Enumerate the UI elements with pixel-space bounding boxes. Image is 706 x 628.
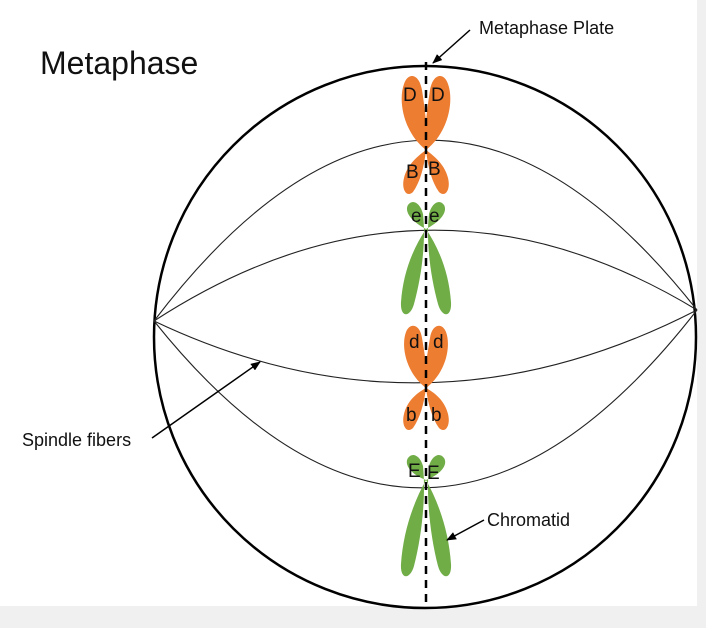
metaphase-plate-label: Metaphase Plate <box>479 18 614 38</box>
chromosome-green-lower: E E <box>400 454 452 577</box>
chromatid-arrow <box>446 519 485 541</box>
chromatid-left <box>403 325 427 431</box>
chromatid-left <box>401 75 427 195</box>
allele-label: b <box>431 405 442 426</box>
chromatid-left <box>400 202 426 315</box>
chromosome-orange-lower: d d b b <box>403 325 449 431</box>
allele-label: d <box>433 332 444 353</box>
metaphase-plate-arrow <box>432 29 471 64</box>
chromatid-right <box>425 75 451 195</box>
allele-label: d <box>409 332 420 353</box>
allele-label: E <box>408 461 421 482</box>
chromosome-green-upper: e e <box>400 202 452 315</box>
chromatid-pair <box>400 202 452 315</box>
chromatid-right <box>426 202 452 315</box>
chromosome-orange-upper: D D B B <box>401 75 451 195</box>
frame-edge-bottom <box>0 606 706 628</box>
allele-label: B <box>406 162 419 183</box>
allele-label: e <box>429 206 440 227</box>
allele-label: b <box>406 405 417 426</box>
allele-label: B <box>428 159 441 180</box>
allele-label: e <box>411 206 422 227</box>
chromatid-pair <box>400 454 452 577</box>
chromatid-right <box>425 325 449 431</box>
allele-label: D <box>403 85 417 106</box>
chromatid-pair <box>403 325 449 431</box>
chromatid-right <box>426 454 452 577</box>
spindle-fibers-arrow <box>151 361 261 439</box>
diagram-title: Metaphase <box>40 45 198 81</box>
chromatid-left <box>400 454 426 577</box>
allele-label: D <box>431 85 445 106</box>
frame-edge-right <box>697 0 706 628</box>
chromatid-label: Chromatid <box>487 510 570 530</box>
allele-label: E <box>427 463 440 484</box>
spindle-fibers-label: Spindle fibers <box>22 430 131 450</box>
chromatid-pair <box>401 75 451 195</box>
